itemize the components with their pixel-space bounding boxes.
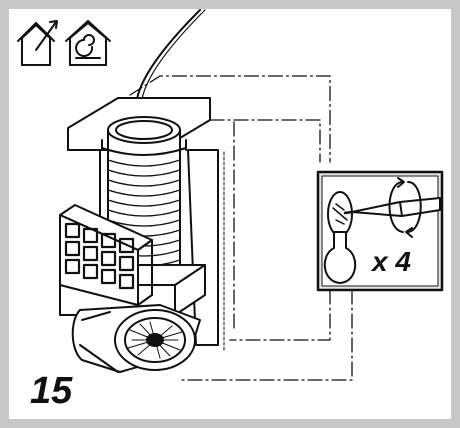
rotation-arrow-icon bbox=[388, 177, 422, 238]
mounting-bracket bbox=[187, 149, 219, 346]
step-number: 15 bbox=[30, 370, 73, 412]
blower-motor bbox=[71, 304, 201, 373]
quantity-label: x 4 bbox=[372, 246, 411, 277]
recirculation-house-icon bbox=[65, 20, 111, 66]
screwdriver-icon bbox=[343, 197, 441, 217]
keyhole-slot-icon bbox=[324, 231, 356, 284]
grease-filter bbox=[59, 204, 153, 306]
external-venting-house-icon bbox=[17, 20, 58, 66]
chimney-outline bbox=[129, 75, 353, 381]
screw-icon bbox=[327, 191, 353, 237]
